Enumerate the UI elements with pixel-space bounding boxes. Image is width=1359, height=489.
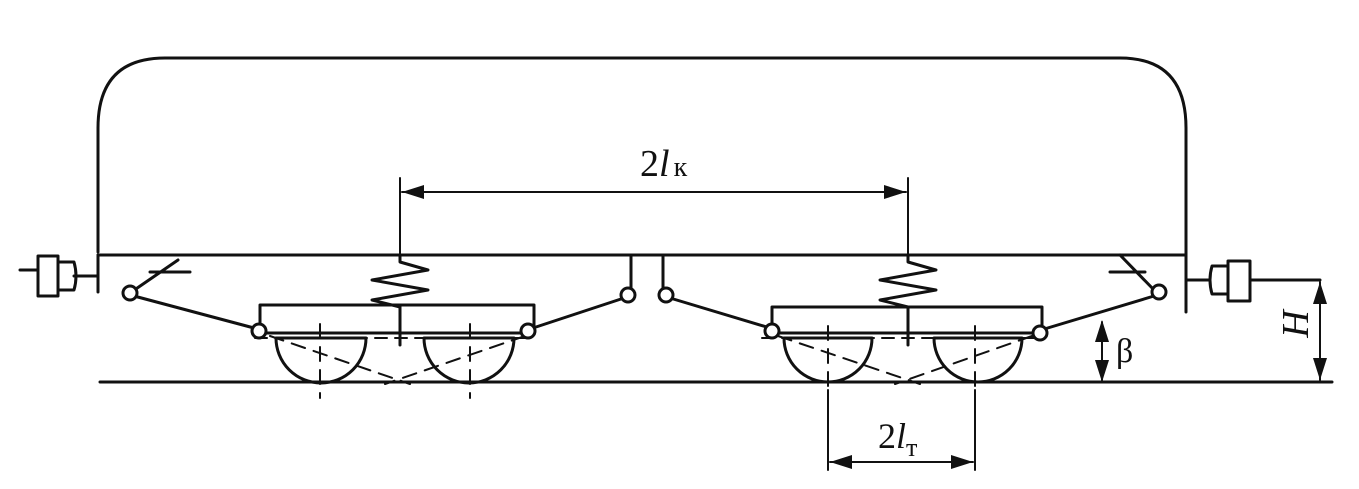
bogie-right (761, 305, 1044, 399)
car-body-outline (96, 56, 1188, 258)
spring-left (370, 253, 430, 309)
link-left-inner (531, 296, 626, 330)
link-right-outer (1039, 294, 1156, 332)
wheel-left-2 (422, 336, 516, 385)
pivot-center-left (619, 286, 637, 304)
dimension-height (1313, 281, 1327, 381)
pivot-bogie-left-outer (250, 322, 268, 340)
link-right-inner (668, 296, 772, 330)
dimension-car-base (399, 177, 909, 256)
pivot-bogie-right-outer (1031, 324, 1049, 342)
wheel-left-1 (274, 336, 368, 385)
dimension-bogie-base (827, 389, 976, 471)
label-angle: β (1116, 333, 1133, 370)
spring-right (878, 253, 938, 309)
coupler-left (18, 254, 100, 298)
label-height: H (1275, 308, 1317, 339)
pivot-bogie-right-inner (763, 322, 781, 340)
angle-indicator (1095, 320, 1109, 382)
pivot-end-right (1150, 283, 1168, 301)
label-bogie-base: 2lт (878, 416, 917, 462)
wheel-right-1 (782, 336, 874, 384)
end-lever-left (128, 258, 180, 295)
coupler-right (1184, 259, 1322, 303)
link-left-outer (132, 294, 256, 330)
pivot-bogie-left-inner (519, 322, 537, 340)
pivot-end-left (121, 284, 139, 302)
pivot-center-right (657, 286, 675, 304)
wheel-right-2 (932, 336, 1024, 384)
bogie-left (254, 303, 536, 399)
